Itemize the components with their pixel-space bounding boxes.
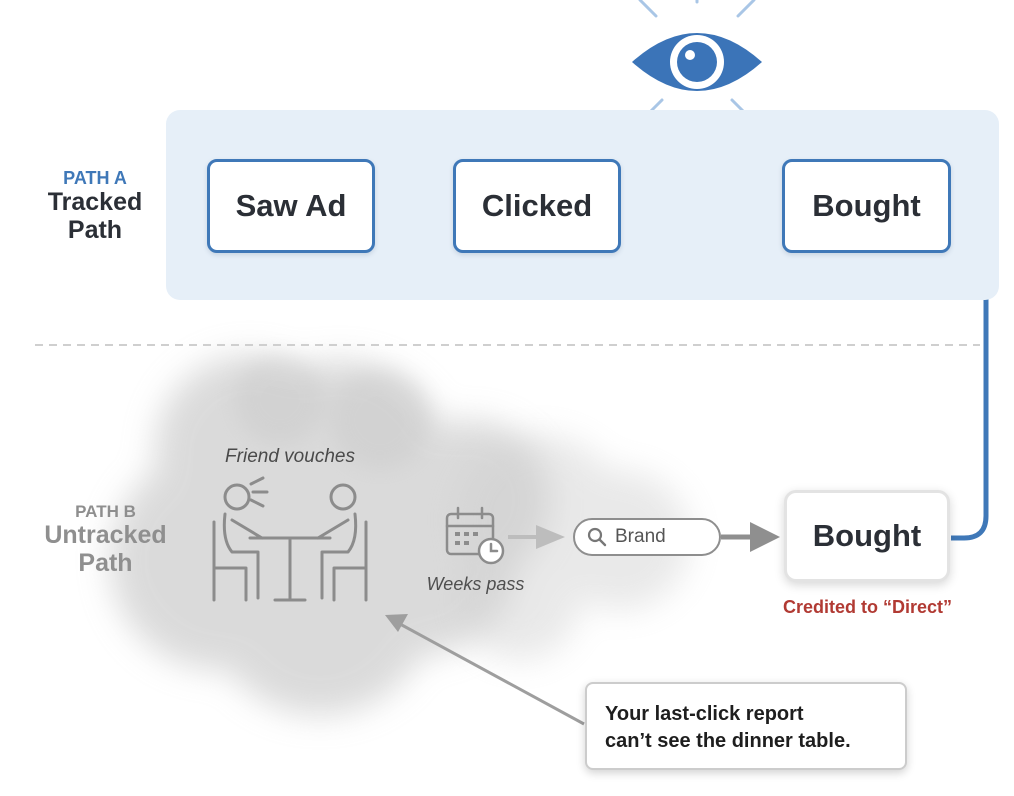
arrow-calendar-to-search [508,525,565,549]
arrow-search-to-bought [721,522,780,552]
calendar-clock-icon [445,506,505,565]
callout-box: Your last-click report can’t see the din… [585,682,907,770]
node-bought-untracked: Bought [784,490,950,582]
node-saw-ad: Saw Ad [207,159,375,253]
weeks-pass-caption: Weeks pass [426,574,525,594]
node-bought-tracked: Bought [782,159,951,253]
callout-line1: Your last-click report [605,703,804,725]
search-icon [587,527,607,547]
path-a-label: PATH A Tracked Path [30,168,160,244]
path-b-tag: PATH B [75,502,136,521]
search-query-text: Brand [615,526,666,547]
path-a-title-line2: Path [67,216,123,245]
friend-vouches-caption: Friend vouches [225,446,355,467]
brand-search-box: Brand [573,518,721,556]
path-b-label: PATH B Untracked Path [28,502,183,577]
callout-line2: can’t see the dinner table. [605,730,851,752]
people-at-table-icon [212,476,368,602]
callout-pointer-arrow [385,614,585,726]
node-clicked: Clicked [453,159,621,253]
path-a-title-line1: Tracked [47,188,143,217]
path-b-title-line2: Path [78,549,133,578]
path-b-title-line1: Untracked [44,521,167,550]
credited-direct-label: Credited to “Direct” [782,597,953,617]
path-a-tag: PATH A [63,168,127,188]
